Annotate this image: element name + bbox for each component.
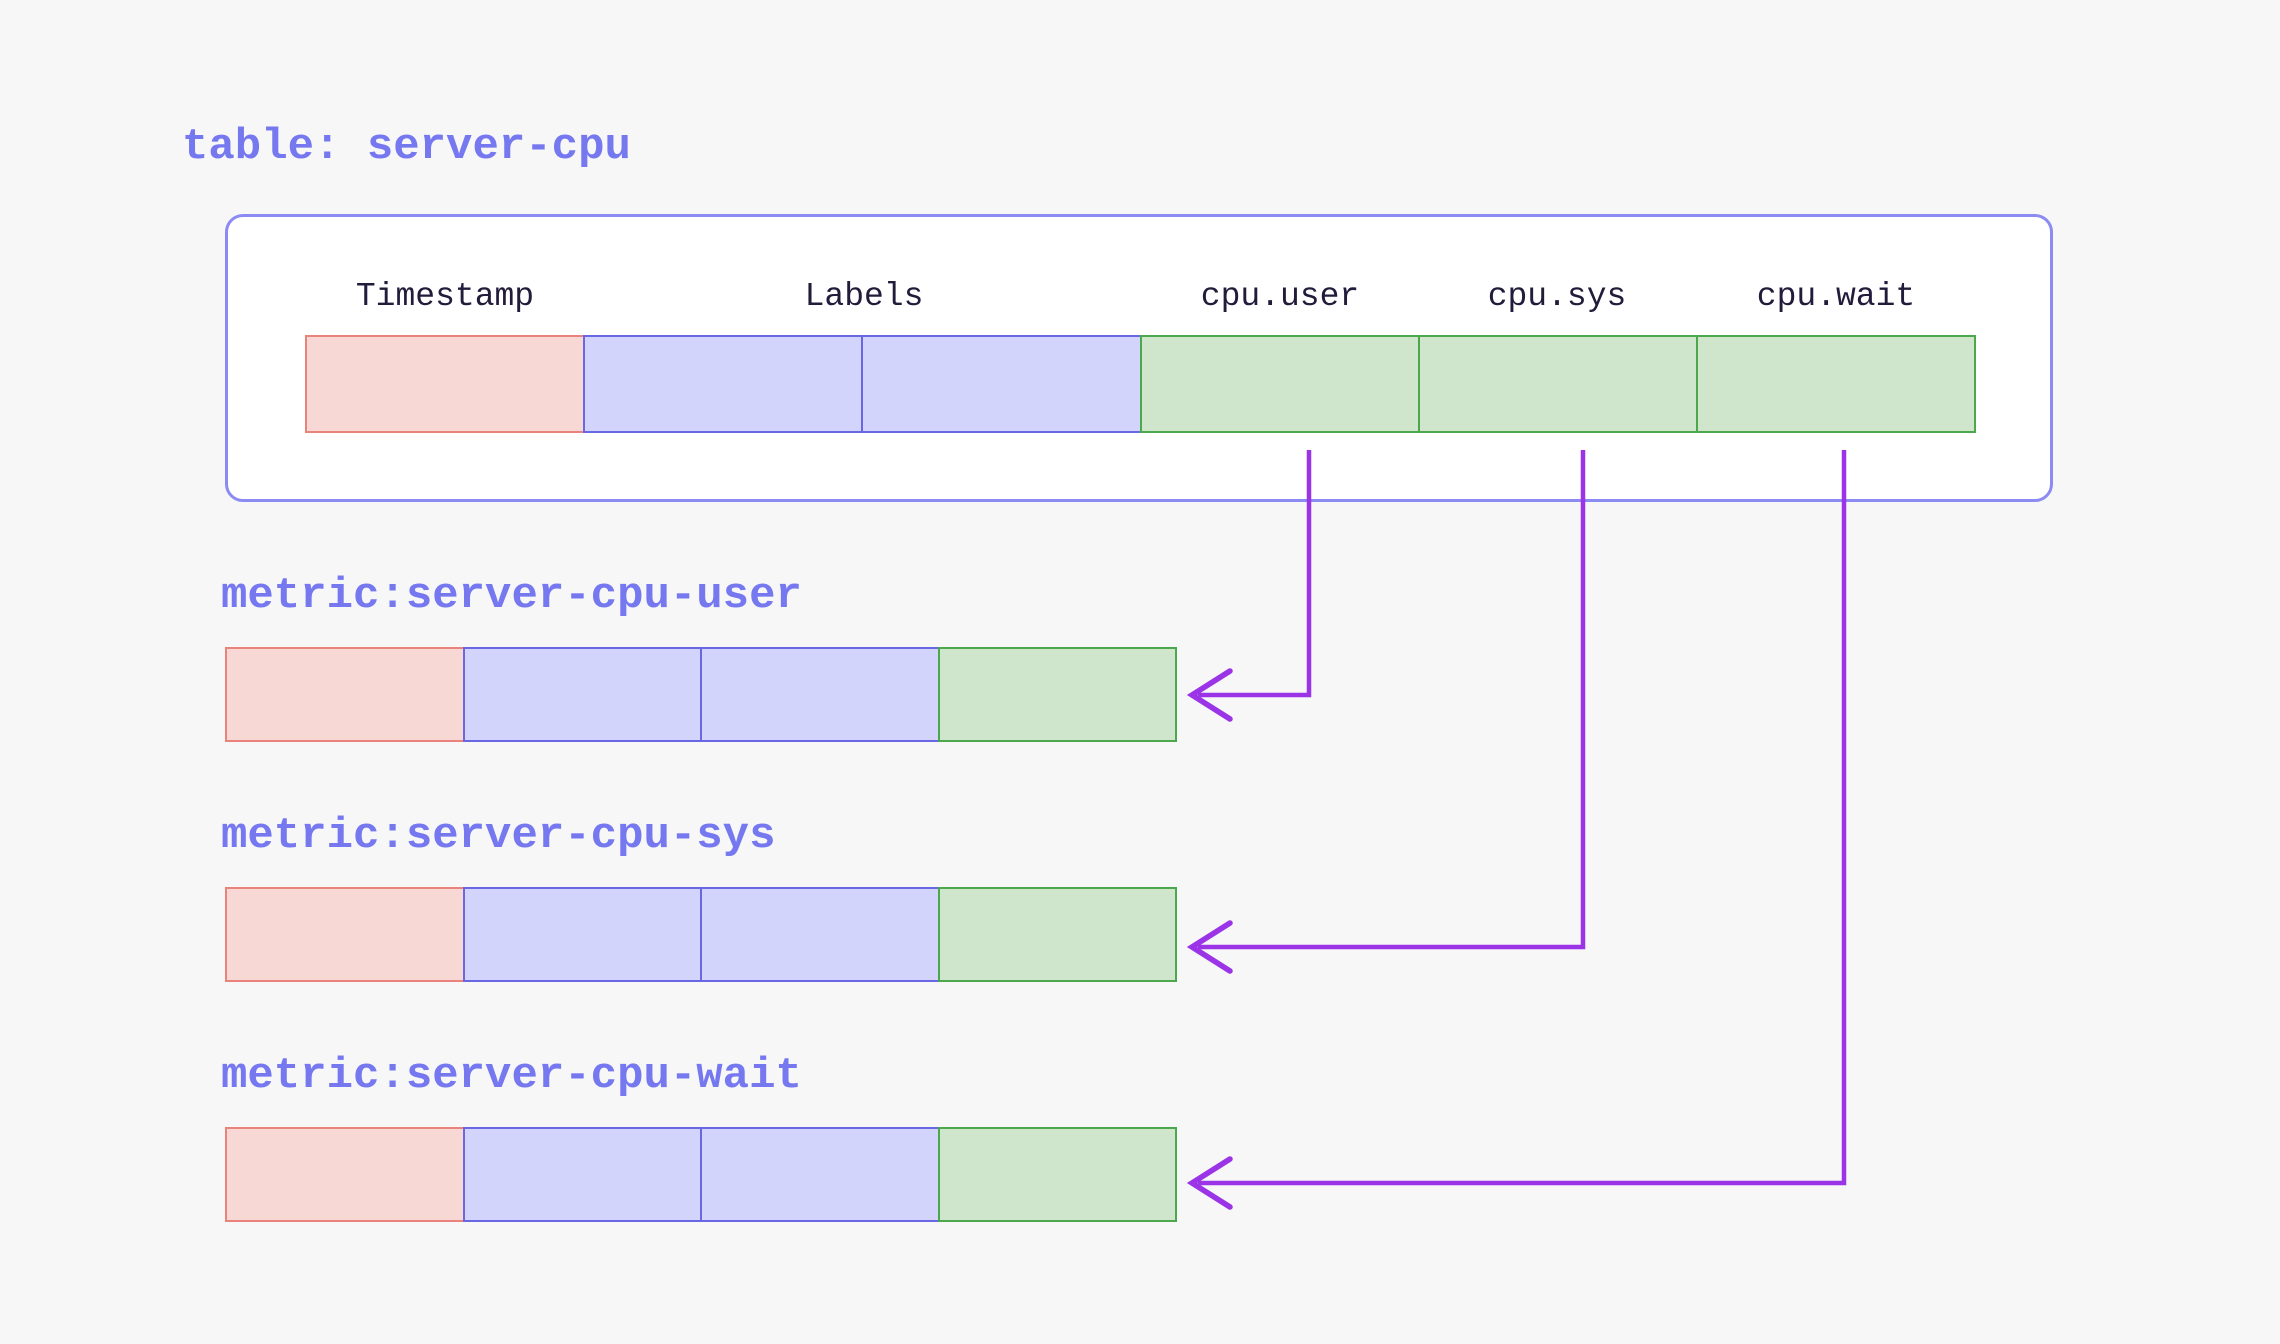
field-cell-cpu-sys bbox=[1417, 335, 1698, 433]
column-header-labels: Labels bbox=[804, 278, 924, 315]
column-header-timestamp: Timestamp bbox=[355, 278, 535, 315]
timestamp-cell bbox=[225, 887, 465, 982]
labels-cell bbox=[462, 887, 702, 982]
metric-label-server-cpu-sys: metric:server-cpu-sys bbox=[221, 811, 776, 861]
metric-row-server-cpu-sys bbox=[225, 887, 1177, 982]
timestamp-cell bbox=[225, 647, 465, 742]
field-cell-cpu-wait bbox=[1695, 335, 1977, 433]
labels-cell bbox=[583, 335, 864, 433]
metric-label-server-cpu-wait: metric:server-cpu-wait bbox=[221, 1051, 802, 1101]
labels-cell bbox=[861, 335, 1142, 433]
value-cell bbox=[937, 647, 1177, 742]
arrowhead-cpu-sys-icon bbox=[1186, 920, 1233, 974]
labels-cell bbox=[462, 647, 702, 742]
value-cell bbox=[937, 887, 1177, 982]
arrowhead-cpu-wait-icon bbox=[1186, 1156, 1233, 1210]
column-header-cpu-user: cpu.user bbox=[1200, 278, 1360, 315]
field-cell-cpu-user bbox=[1139, 335, 1420, 433]
metric-label-server-cpu-user: metric:server-cpu-user bbox=[221, 571, 802, 621]
timestamp-cell bbox=[305, 335, 586, 433]
labels-cell bbox=[462, 1127, 702, 1222]
arrow-cpu-sys-icon bbox=[1198, 450, 1586, 950]
labels-cell bbox=[700, 887, 940, 982]
table-schema-row bbox=[305, 335, 1977, 433]
value-cell bbox=[937, 1127, 1177, 1222]
table-box: Timestamp Labels cpu.user cpu.sys cpu.wa… bbox=[225, 214, 2053, 502]
timestamp-cell bbox=[225, 1127, 465, 1222]
metric-row-server-cpu-user bbox=[225, 647, 1177, 742]
arrow-cpu-wait-icon bbox=[1198, 450, 1847, 1186]
labels-cell bbox=[700, 1127, 940, 1222]
column-header-cpu-wait: cpu.wait bbox=[1756, 278, 1916, 315]
arrowhead-cpu-user-icon bbox=[1186, 668, 1233, 722]
column-header-cpu-sys: cpu.sys bbox=[1487, 278, 1627, 315]
labels-cell bbox=[700, 647, 940, 742]
table-title: table: server-cpu bbox=[182, 122, 631, 172]
metric-row-server-cpu-wait bbox=[225, 1127, 1177, 1222]
